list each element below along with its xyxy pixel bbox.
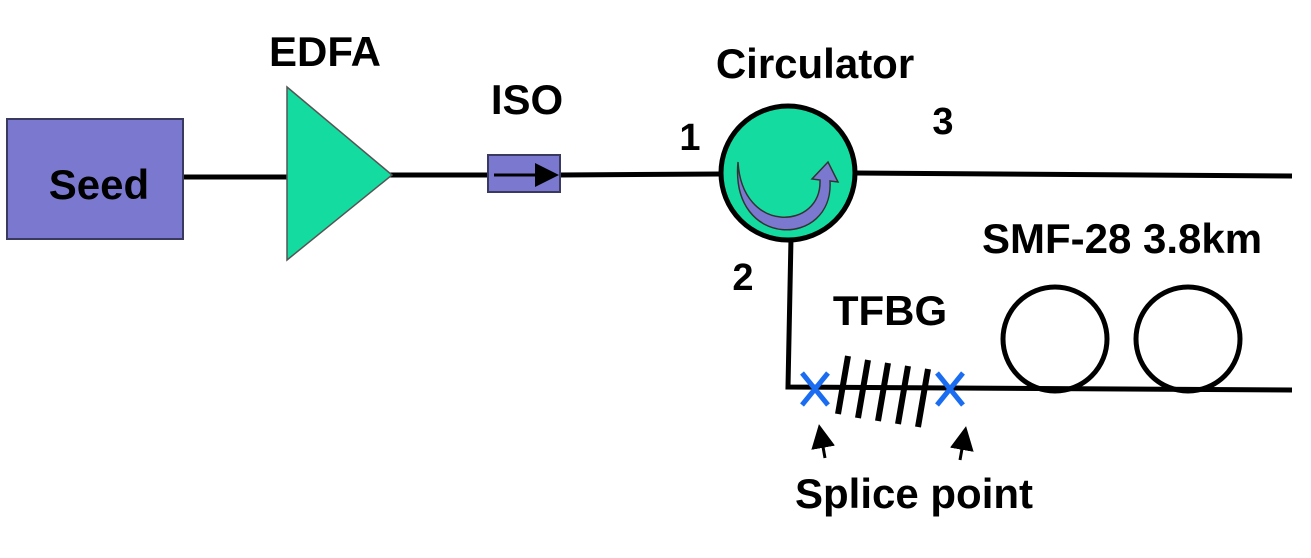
port-1-label: 1	[679, 117, 700, 159]
splice-pointer-arrow-right	[950, 426, 974, 461]
circulator-label: Circulator	[716, 40, 914, 87]
tfbg-grating-line	[895, 365, 911, 425]
fiber-port3-output	[854, 170, 1293, 179]
circulator-rotation-arrow-icon	[736, 160, 840, 231]
fiber-port2-to-tfbg	[785, 237, 1293, 393]
fiber-spool-coil	[1000, 284, 1110, 394]
tfbg-grating	[835, 355, 931, 428]
edfa-amplifier-triangle	[286, 85, 394, 262]
tfbg-grating-line	[855, 359, 871, 419]
isolator-label: ISO	[491, 76, 563, 123]
tfbg-grating-line	[835, 355, 851, 415]
tfbg-grating-line	[915, 368, 931, 428]
fiber-spool-coil	[1133, 284, 1243, 394]
fiber-spool-label: SMF-28 3.8km	[982, 215, 1262, 262]
splice-point-label: Splice point	[795, 470, 1033, 517]
port-3-label: 3	[932, 101, 953, 143]
edfa-label: EDFA	[269, 28, 381, 75]
seed-box	[6, 118, 184, 240]
tfbg-label: TFBG	[833, 287, 947, 334]
splice-point-left-icon	[800, 371, 830, 407]
tfbg-grating-line	[875, 362, 891, 422]
splice-pointer-arrow-left	[811, 424, 835, 459]
fiber-iso-to-circulator	[559, 171, 721, 178]
splice-point-right-icon	[935, 371, 965, 407]
port-2-label: 2	[732, 257, 753, 299]
seed-label: Seed	[49, 161, 149, 208]
